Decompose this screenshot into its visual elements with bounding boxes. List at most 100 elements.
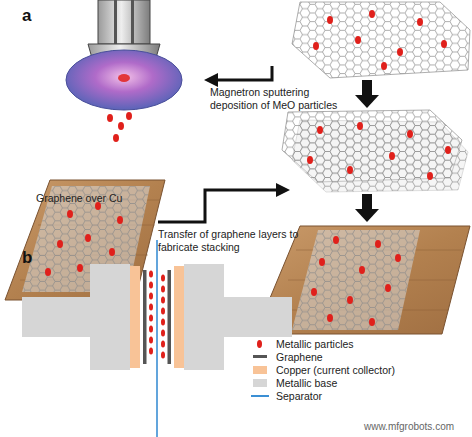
copper-collector — [174, 266, 184, 368]
sample-line — [251, 395, 269, 397]
process-arrow — [362, 194, 372, 210]
legend-swatch — [250, 338, 270, 350]
legend-sample — [250, 351, 270, 363]
metal-particle — [407, 130, 413, 138]
swatch-fill — [253, 366, 267, 374]
graphene-lattice — [292, 120, 468, 192]
metal-particle — [161, 319, 165, 326]
magnetron-body — [98, 0, 150, 44]
metal-particle — [57, 240, 63, 248]
panel-letter: b — [22, 248, 52, 268]
legend-text: Separator — [276, 390, 322, 402]
metal-particle — [161, 286, 165, 293]
metal-particle — [149, 337, 153, 344]
watermark: www.mfgrobots.com — [364, 421, 470, 433]
metal-particle — [109, 248, 115, 256]
metal-particle — [389, 152, 395, 160]
particle-group — [307, 122, 451, 180]
legend-row: Metallic particles — [250, 338, 354, 350]
legend-sample — [250, 390, 270, 402]
metal-particle — [417, 18, 423, 26]
magnetron-detail — [131, 0, 134, 44]
metal-particle — [357, 122, 363, 130]
metal-particle — [161, 341, 165, 348]
legend-text: Copper (current collector) — [276, 364, 395, 376]
graphene-layer — [168, 270, 172, 364]
process-arrow — [158, 190, 278, 222]
particle-group — [313, 10, 447, 70]
metal-particle — [311, 288, 317, 296]
graphene-sheet — [292, 120, 468, 192]
metal-particle — [395, 254, 401, 262]
metal-particle — [327, 314, 333, 322]
metal-particle — [375, 240, 381, 248]
graphene-layer — [143, 270, 147, 364]
metal-particle — [113, 134, 119, 142]
process-arrow — [216, 66, 272, 80]
metal-particle — [149, 304, 153, 311]
legend-text: Metallic particles — [276, 338, 354, 350]
metal-particle — [347, 296, 353, 304]
metal-particle — [149, 293, 153, 300]
metal-particle — [161, 330, 165, 337]
arrow-head — [355, 209, 379, 222]
metal-particle — [67, 210, 73, 218]
separator — [156, 240, 158, 437]
metal-particle — [327, 16, 333, 24]
metallic-base — [184, 264, 224, 370]
metal-particle — [107, 114, 113, 122]
process-label: Magnetron sputtering deposition of MeO p… — [210, 86, 342, 111]
metal-particle — [385, 284, 391, 292]
metal-particle — [161, 352, 165, 359]
particle-group — [311, 236, 401, 326]
metal-particle — [347, 166, 353, 174]
legend-row: Separator — [250, 390, 322, 402]
metal-particle — [161, 308, 165, 315]
metal-particle — [149, 271, 153, 278]
metal-particle — [445, 146, 451, 154]
metal-particle — [359, 266, 365, 274]
metal-particle — [45, 268, 51, 276]
legend-row: Graphene — [250, 351, 323, 363]
process-arrow — [362, 80, 372, 96]
metal-particle — [313, 42, 319, 50]
graphene-lattice — [292, 2, 470, 78]
metal-particle — [118, 122, 124, 130]
metal-particle — [317, 126, 323, 134]
legend-swatch — [250, 364, 270, 376]
metallic-base — [90, 264, 130, 370]
metal-particle — [126, 112, 132, 120]
arrow-head — [276, 183, 290, 197]
legend-row: Copper (current collector) — [250, 364, 395, 376]
metal-particle — [355, 36, 361, 44]
swatch-fill — [253, 379, 267, 387]
metal-particle — [149, 282, 153, 289]
metal-particle — [307, 156, 313, 164]
sputter-target — [66, 50, 182, 110]
metal-particle — [161, 297, 165, 304]
process-label: Transfer of graphene layers to fabricate… — [158, 228, 308, 253]
metal-particle — [118, 74, 130, 82]
graphene-stack — [292, 230, 420, 330]
metal-particle — [381, 62, 387, 70]
arrow-head — [355, 95, 379, 108]
metal-particle — [397, 48, 403, 56]
panel-letter: a — [22, 6, 52, 26]
arrow-head — [204, 73, 218, 87]
metallic-base — [22, 297, 92, 337]
metallic-base — [222, 297, 292, 337]
metal-particle — [333, 236, 339, 244]
metal-particle — [369, 10, 375, 18]
metal-particle — [161, 275, 165, 282]
legend-text: Metallic base — [276, 377, 337, 389]
legend-text: Graphene — [276, 351, 323, 363]
metal-particle — [117, 216, 123, 224]
metal-particle — [149, 326, 153, 333]
copper-substrate — [5, 180, 165, 300]
metal-particle — [441, 40, 447, 48]
copper-collector — [130, 266, 140, 368]
legend-row: Metallic base — [250, 377, 337, 389]
metal-particle — [149, 348, 153, 355]
process-label: Graphene over Cu — [36, 192, 161, 205]
